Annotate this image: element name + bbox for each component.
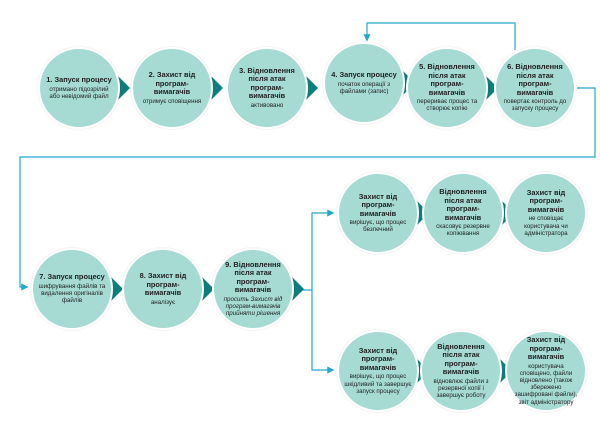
- step-1-node: 1. Запуск процесу отримано підозрілий аб…: [38, 47, 120, 129]
- step-9-node: 9. Відновлення після атак програм-вимага…: [212, 248, 294, 330]
- notify-admin-node: Захист від програм-вимагачів користувача…: [505, 330, 587, 412]
- step-3-title: 3. Відновлення після атак програм-вимага…: [239, 66, 295, 101]
- branch-safe-connector: [296, 209, 335, 291]
- safe-decision-desc: вирішує, що процес безпечний: [349, 218, 407, 234]
- safe-no-notify-title: Захист від програм-вимагачів: [526, 188, 566, 214]
- step-2-desc: отримує сповіщення: [142, 97, 202, 105]
- step-6-title: 6. Відновлення після атак програм-вимага…: [507, 62, 563, 97]
- step-8-pointer-arrow: [201, 276, 214, 302]
- safe-no-notify-desc: не сповіщає користувача чи адміністратор…: [524, 215, 568, 237]
- step-8-desc: аналізує: [150, 298, 176, 306]
- step-5-desc: перериває процес та створює копію: [416, 98, 478, 113]
- branch-malicious-connector: [311, 290, 335, 374]
- step-1-desc: отримано підозрілий або невідомий файл: [49, 85, 109, 100]
- step-3-desc: активовано: [250, 101, 284, 109]
- notify-admin-desc: користувача сповіщено, файли відновлено …: [514, 362, 578, 406]
- safe-cancel-backup-title: Відновлення після атак програм-вимагачів: [439, 187, 487, 222]
- step-1-pointer-arrow: [117, 75, 130, 101]
- notify-admin-title: Захист від програм-вимагачів: [526, 335, 566, 362]
- step-5-node: 5. Відновлення після атак програм-вимага…: [406, 47, 488, 129]
- step-2-title: 2. Захист від програм-вимагачів: [148, 70, 196, 97]
- restore-files-title: Відновлення після атак програм-вимагачів: [437, 341, 485, 377]
- step-9-pointer-arrow: [291, 276, 304, 302]
- step-6-node: 6. Відновлення після атак програм-вимага…: [494, 47, 576, 129]
- step-6-desc: повертає контроль до запуску процесу: [503, 98, 567, 113]
- malicious-decision-desc: вирішує, що процес шкідливий та завершує…: [344, 373, 412, 395]
- step-7-title: 7. Запуск процесу: [39, 272, 105, 282]
- step-5-pointer-arrow: [485, 75, 498, 101]
- step-9-desc: просить Захист від програм-вимагачів при…: [223, 295, 283, 317]
- safe-cancel-backup-desc: скасовує резервне копіювання: [436, 223, 490, 238]
- step-7-desc: шифрування файлів та видалення оригіналі…: [38, 282, 106, 305]
- step-2-pointer-arrow: [210, 75, 223, 101]
- step-1-title: 1. Запуск процесу: [46, 75, 112, 85]
- step-3-pointer-arrow: [305, 75, 318, 101]
- safe-decision-node: Захист від програм-вимагачів вирішує, що…: [337, 172, 419, 254]
- step-9-title: 9. Відновлення після атак програм-вимага…: [225, 259, 281, 295]
- step-4-title: 4. Запуск процесу: [331, 70, 397, 80]
- step-2-node: 2. Захист від програм-вимагачів отримує …: [131, 47, 213, 129]
- step-7-node: 7. Запуск процесу шифрування файлів та в…: [31, 248, 113, 330]
- safe-decision-title: Захист від програм-вимагачів: [358, 191, 398, 218]
- restore-files-node: Відновлення після атак програм-вимагачів…: [420, 330, 502, 412]
- malicious-decision-node: Захист від програм-вимагачів вирішує, що…: [337, 330, 419, 412]
- step-5-title: 5. Відновлення після атак програм-вимага…: [419, 62, 475, 97]
- step-8-node: 8. Захист від програм-вимагачів аналізує: [122, 248, 204, 330]
- step-4-node: 4. Запуск процесу початок операції з фай…: [323, 42, 405, 124]
- step-7-pointer-arrow: [110, 276, 123, 302]
- step-4-desc: початок операції з файлами (запис): [337, 80, 391, 95]
- row-wrap-connector: [19, 87, 596, 291]
- loop-back-connector: [363, 22, 516, 50]
- safe-cancel-backup-node: Відновлення після атак програм-вимагачів…: [422, 172, 504, 254]
- safe-no-notify-node: Захист від програм-вимагачів не сповіщає…: [505, 172, 587, 254]
- step-3-node: 3. Відновлення після атак програм-вимага…: [226, 47, 308, 129]
- malicious-decision-title: Захист від програм-вимагачів: [358, 346, 398, 372]
- step-8-title: 8. Захист від програм-вимагачів: [139, 271, 187, 298]
- restore-files-desc: відновлює файли з резервної копії і заве…: [433, 377, 489, 399]
